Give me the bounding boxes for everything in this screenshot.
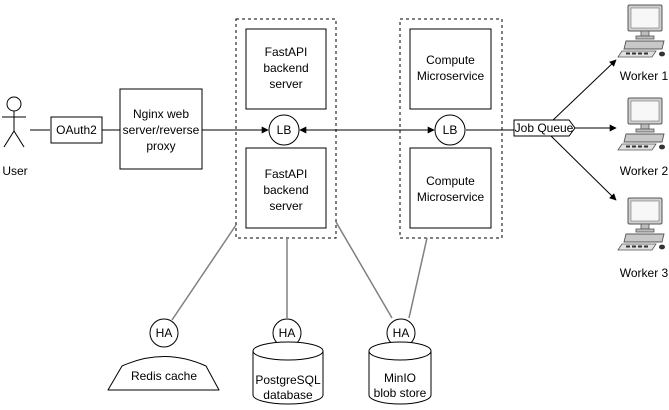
backend-cluster-boundary <box>235 18 337 239</box>
nginx-label-line2: server/reverse <box>123 123 200 137</box>
postgres-label-line1: PostgreSQL <box>255 373 321 387</box>
worker-3-label: Worker 3 <box>620 266 669 280</box>
fastapi-bottom-box <box>245 147 327 229</box>
postgres-label-line2: database <box>263 388 313 402</box>
ha-redis-label: HA <box>156 326 173 340</box>
user-label: User <box>2 164 27 178</box>
oauth-label: OAuth2 <box>56 123 97 137</box>
ha-minio-label: HA <box>393 326 410 340</box>
connectors <box>30 59 617 201</box>
worker-2-icon <box>617 97 666 151</box>
minio-label-line1: MinIO <box>384 371 416 385</box>
ha-links <box>171 221 428 321</box>
queue-to-worker1-arrow <box>550 59 617 123</box>
postgres-database-icon <box>252 341 324 405</box>
minio-label-line2: blob store <box>374 386 427 400</box>
redis-cache-shape <box>107 356 220 391</box>
redis-cache-label: Redis cache <box>131 369 197 383</box>
minio-storage-icon <box>368 341 432 405</box>
lb-left-node <box>268 114 300 146</box>
user-icon <box>2 96 26 148</box>
lb-right-node <box>434 114 466 146</box>
compute-bottom-line1: Compute <box>426 174 475 188</box>
worker-1-icon <box>617 4 666 58</box>
nginx-label-line1: Nginx web <box>133 107 189 121</box>
fastapi-top-line1: FastAPI <box>265 45 308 59</box>
compute-top-line1: Compute <box>426 53 475 67</box>
nginx-label-line3: proxy <box>146 139 175 153</box>
compute-bottom-box <box>409 147 492 229</box>
fastapi-bottom-line2: backend <box>263 183 308 197</box>
worker-1-label: Worker 1 <box>620 69 669 83</box>
worker-2-label: Worker 2 <box>620 164 669 178</box>
job-queue-shape <box>513 119 576 137</box>
compute-cluster-boundary <box>399 18 503 239</box>
fastapi-bottom-line1: FastAPI <box>265 167 308 181</box>
queue-to-worker3-arrow <box>550 135 617 201</box>
fastapi-top-box <box>245 28 327 110</box>
compute-top-box <box>409 28 492 110</box>
compute-bottom-line2: Microservice <box>417 190 485 204</box>
fastapi-bottom-line3: server <box>269 199 302 213</box>
oauth-box <box>50 116 103 144</box>
fastapi-top-line3: server <box>269 77 302 91</box>
compute-top-line2: Microservice <box>417 69 485 83</box>
job-queue-label: Job Queue <box>515 121 574 135</box>
ha-postgres-label: HA <box>279 326 296 340</box>
lb-left-label: LB <box>277 123 292 137</box>
worker-3-icon <box>617 197 666 251</box>
nginx-box <box>119 88 203 170</box>
ha-redis-node <box>149 318 179 348</box>
fastapi-top-line2: backend <box>263 61 308 75</box>
lb-right-label: LB <box>443 123 458 137</box>
